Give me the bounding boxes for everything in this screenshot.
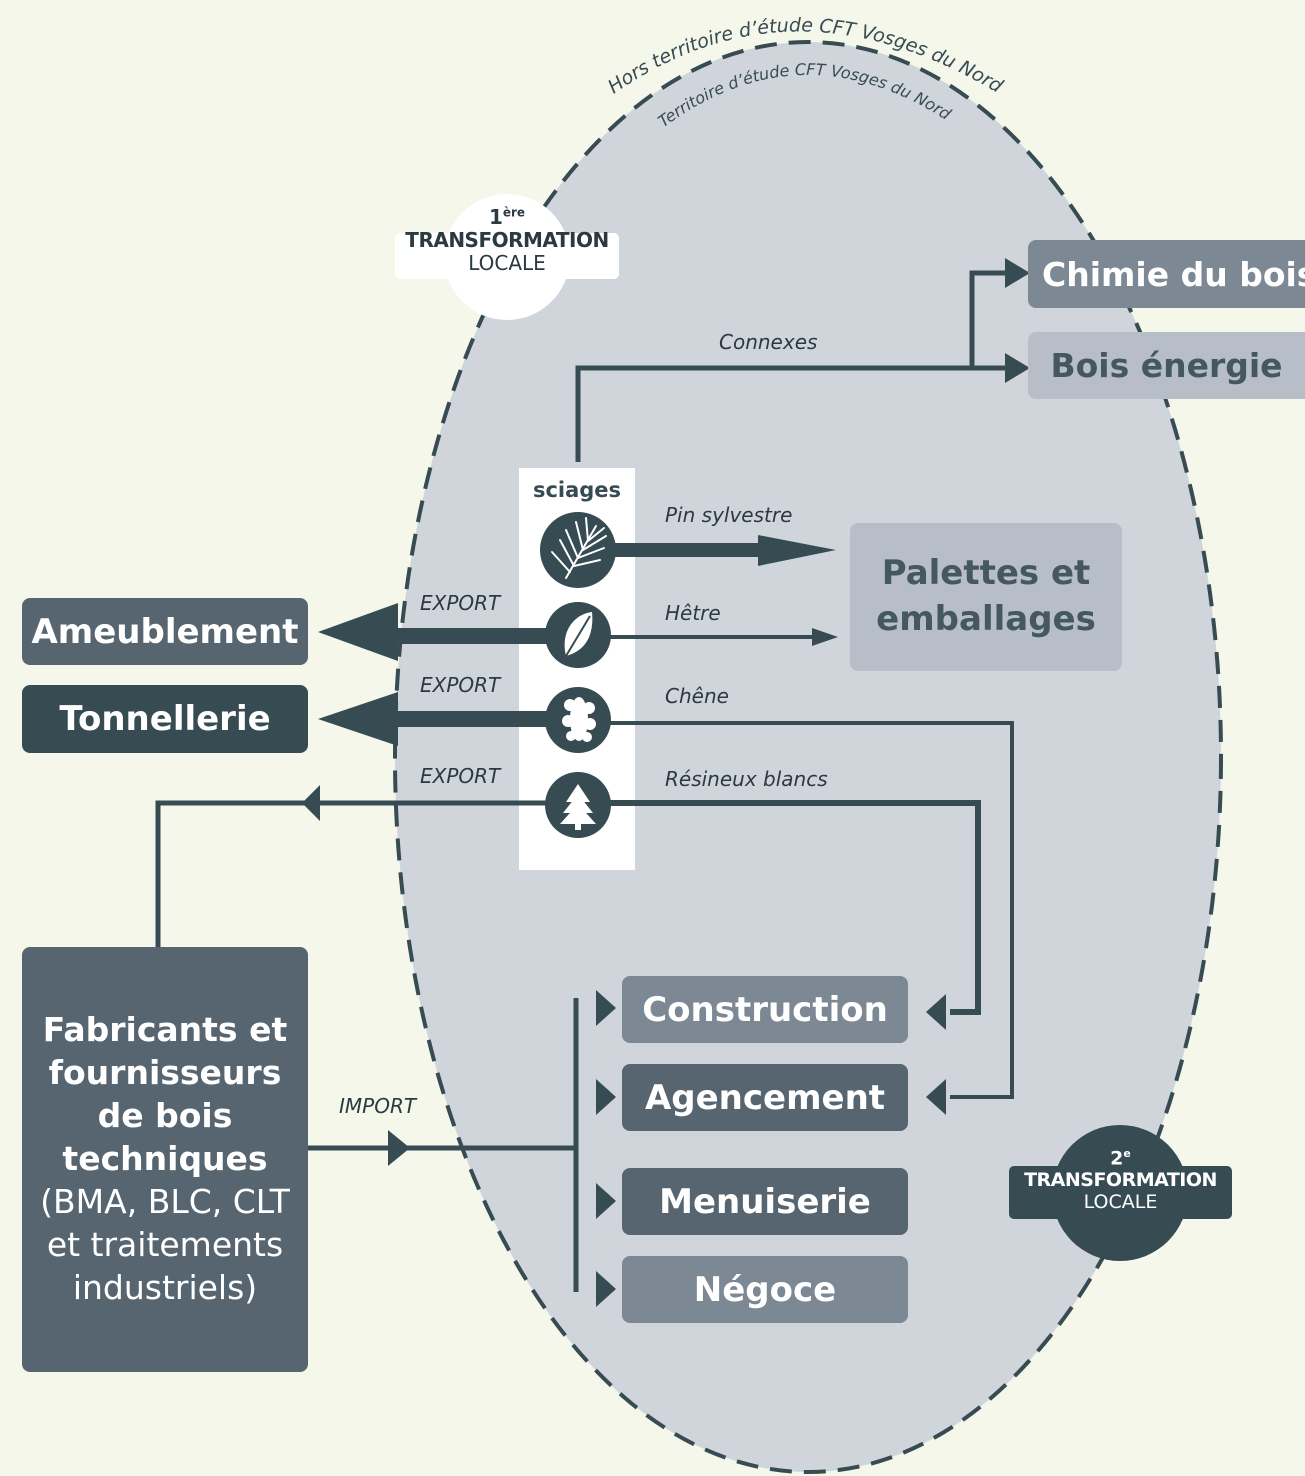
connexes-label: Connexes bbox=[719, 330, 818, 354]
species-label-chene: Chêne bbox=[665, 684, 729, 708]
palettes-box: Palettes et emballages bbox=[850, 523, 1122, 671]
chene-flow-line bbox=[610, 721, 1014, 1099]
arrowhead-export-resineux bbox=[302, 785, 320, 821]
arrowhead-import bbox=[388, 1130, 410, 1166]
badge-first-line2: LOCALE bbox=[468, 251, 546, 275]
badge-second-number: 2e bbox=[1009, 1147, 1232, 1170]
arrowhead-chimie bbox=[1005, 258, 1030, 288]
sciages-title: sciages bbox=[532, 478, 622, 502]
badge-first-line1: TRANSFORMATION bbox=[405, 228, 609, 252]
ameublement-box: Ameublement bbox=[22, 598, 308, 665]
pine-circle bbox=[540, 512, 616, 588]
arrowhead-negoce-in bbox=[596, 1271, 616, 1307]
arrowhead-energie bbox=[1005, 353, 1030, 383]
species-label-pin: Pin sylvestre bbox=[665, 503, 793, 527]
bois-energie-box: Bois énergie bbox=[1028, 332, 1305, 399]
export-tonnellerie-line bbox=[380, 711, 580, 727]
construction-box: Construction bbox=[622, 976, 908, 1043]
suppliers-detail: (BMA, BLC, CLT et traitements industriel… bbox=[40, 1181, 290, 1307]
arrowhead-agencement-in bbox=[596, 1079, 616, 1115]
arrowhead-agencement bbox=[926, 1079, 946, 1115]
species-label-resineux: Résineux blancs bbox=[665, 767, 828, 791]
connexes-flow bbox=[575, 270, 1010, 462]
arrowhead-construction bbox=[926, 994, 946, 1030]
species-label-hetre: Hêtre bbox=[665, 601, 721, 625]
menuiserie-box: Menuiserie bbox=[622, 1168, 908, 1235]
badge-second-num: 2 bbox=[1110, 1147, 1124, 1170]
badge-second: 2e TRANSFORMATION LOCALE bbox=[1009, 1147, 1232, 1214]
badge-first-band bbox=[395, 233, 619, 279]
import-label: IMPORT bbox=[339, 1094, 417, 1118]
badge-second-line1: TRANSFORMATION bbox=[1024, 1169, 1217, 1192]
agencement-box: Agencement bbox=[622, 1064, 908, 1131]
badge-first-number: 1ère bbox=[395, 205, 619, 229]
badge-second-band bbox=[1009, 1166, 1232, 1219]
pin-flow-line bbox=[610, 543, 770, 557]
pine-needles-icon bbox=[551, 517, 607, 579]
suppliers-box: Fabricants et fournisseurs de bois techn… bbox=[22, 947, 308, 1372]
territory-ellipse bbox=[393, 40, 1223, 1474]
chimie-du-bois-box: Chimie du bois bbox=[1028, 240, 1305, 308]
hetre-flow-line bbox=[610, 635, 815, 639]
tonnellerie-box: Tonnellerie bbox=[22, 685, 308, 753]
arrowhead-construction-in bbox=[596, 990, 616, 1026]
fir-tree-icon bbox=[560, 784, 596, 830]
negoce-box: Négoce bbox=[622, 1256, 908, 1323]
arrowhead-menuiserie-in bbox=[596, 1183, 616, 1219]
badge-first: 1ère TRANSFORMATION LOCALE bbox=[395, 205, 619, 275]
export-ameublement-line bbox=[380, 628, 580, 644]
arrowhead-tonnellerie bbox=[318, 692, 398, 746]
arrowhead-ameublement bbox=[318, 603, 398, 661]
oak-leaf-icon bbox=[562, 697, 596, 742]
badge-second-sup: e bbox=[1123, 1147, 1131, 1160]
badge-first-sup: ère bbox=[502, 205, 526, 220]
arrowhead-palettes-pin bbox=[758, 535, 836, 566]
suppliers-title: Fabricants et fournisseurs de bois techn… bbox=[42, 1010, 288, 1179]
export-label-1: EXPORT bbox=[420, 591, 501, 615]
badge-first-num: 1 bbox=[488, 205, 503, 229]
export-label-3: EXPORT bbox=[420, 764, 501, 788]
beech-leaf-icon bbox=[564, 612, 593, 657]
resineux-flow-line bbox=[610, 800, 981, 1015]
export-label-2: EXPORT bbox=[420, 673, 501, 697]
badge-second-line2: LOCALE bbox=[1083, 1191, 1158, 1214]
arrowhead-palettes-hetre bbox=[812, 628, 838, 646]
export-resineux-line bbox=[155, 800, 578, 950]
